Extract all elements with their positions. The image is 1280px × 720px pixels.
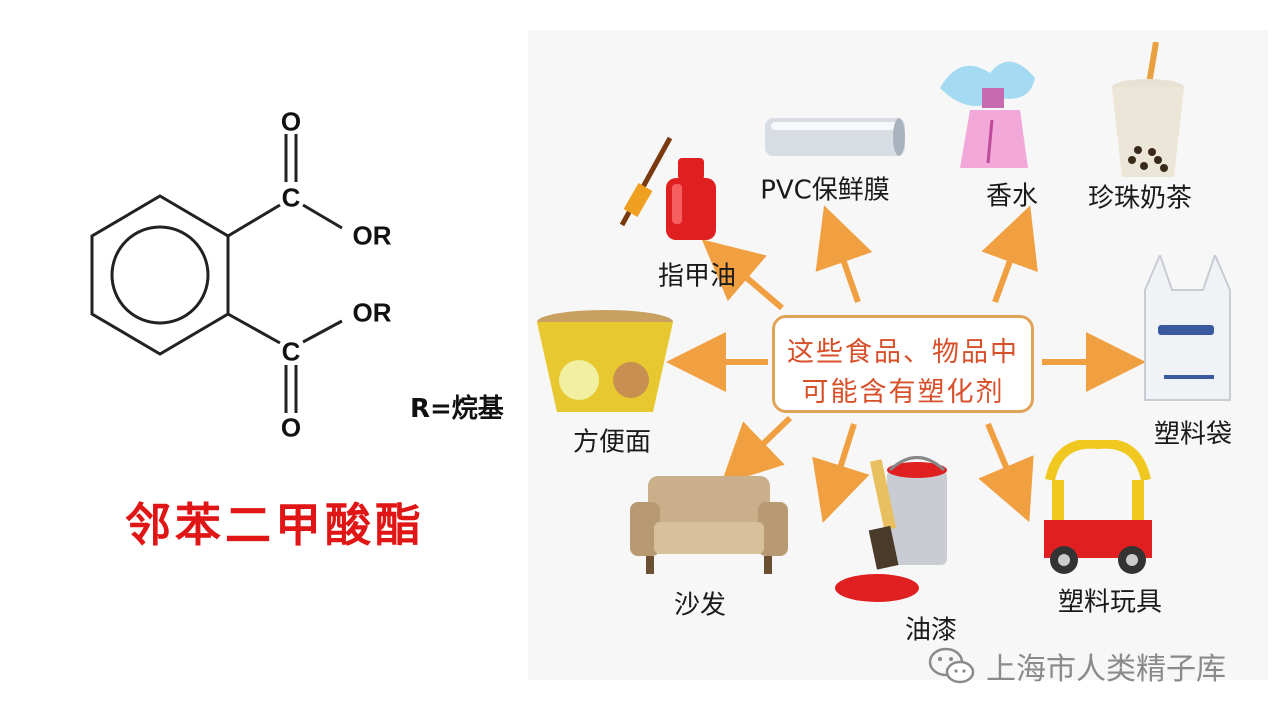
phthalate-structure [90,134,343,413]
nail-polish-icon [619,136,716,240]
label-instant-noodles: 方便面 [572,427,652,458]
toy-car-icon [1044,440,1152,574]
arrow-to-plastic-wrap [815,205,873,303]
atom-c-bottom: C [281,336,301,367]
arrow-to-nail-polish [701,239,784,311]
center-message-box: 这些食品、物品中 可能含有塑化剂 [772,315,1034,413]
center-line-1: 这些食品、物品中 [787,337,1019,368]
atom-o-bottom: O [280,412,302,443]
compound-name: 邻苯二甲酸酯 [125,498,425,552]
label-plastic-bag: 塑料袋 [1153,419,1233,450]
label-plastic-wrap: PVC保鲜膜 [760,175,890,206]
atom-or-top: OR [352,220,392,251]
label-toy: 塑料玩具 [1057,587,1163,618]
plastic-wrap-icon [765,118,905,156]
atom-c-top: C [281,182,301,213]
r-definition: R=烷基 [410,394,504,424]
label-sofa: 沙发 [673,590,727,621]
watermark-text: 上海市人类精子库 [986,652,1226,687]
benzene-inner-circle [110,225,210,325]
wechat-icon [928,647,975,684]
arrow-to-sofa [720,415,793,485]
atom-or-bottom: OR [352,297,392,328]
perfume-icon [940,61,1035,168]
label-nail-polish: 指甲油 [657,261,737,292]
center-line-2: 可能含有塑化剂 [801,377,1005,408]
label-bubble-tea: 珍珠奶茶 [1087,183,1193,214]
label-paint: 油漆 [904,615,958,646]
instant-noodles-icon [537,310,673,412]
label-perfume: 香水 [985,181,1039,212]
arrow-to-perfume [981,205,1038,304]
sofa-icon [630,476,788,574]
arrow-to-paint [812,423,870,523]
watermark: 上海市人类精子库 [928,644,1226,688]
atom-o-top: O [280,106,302,137]
paint-bucket-icon [835,456,947,602]
bubble-tea-icon [1112,42,1184,177]
plastic-bag-icon [1144,255,1231,401]
arrow-to-toy [978,422,1034,523]
